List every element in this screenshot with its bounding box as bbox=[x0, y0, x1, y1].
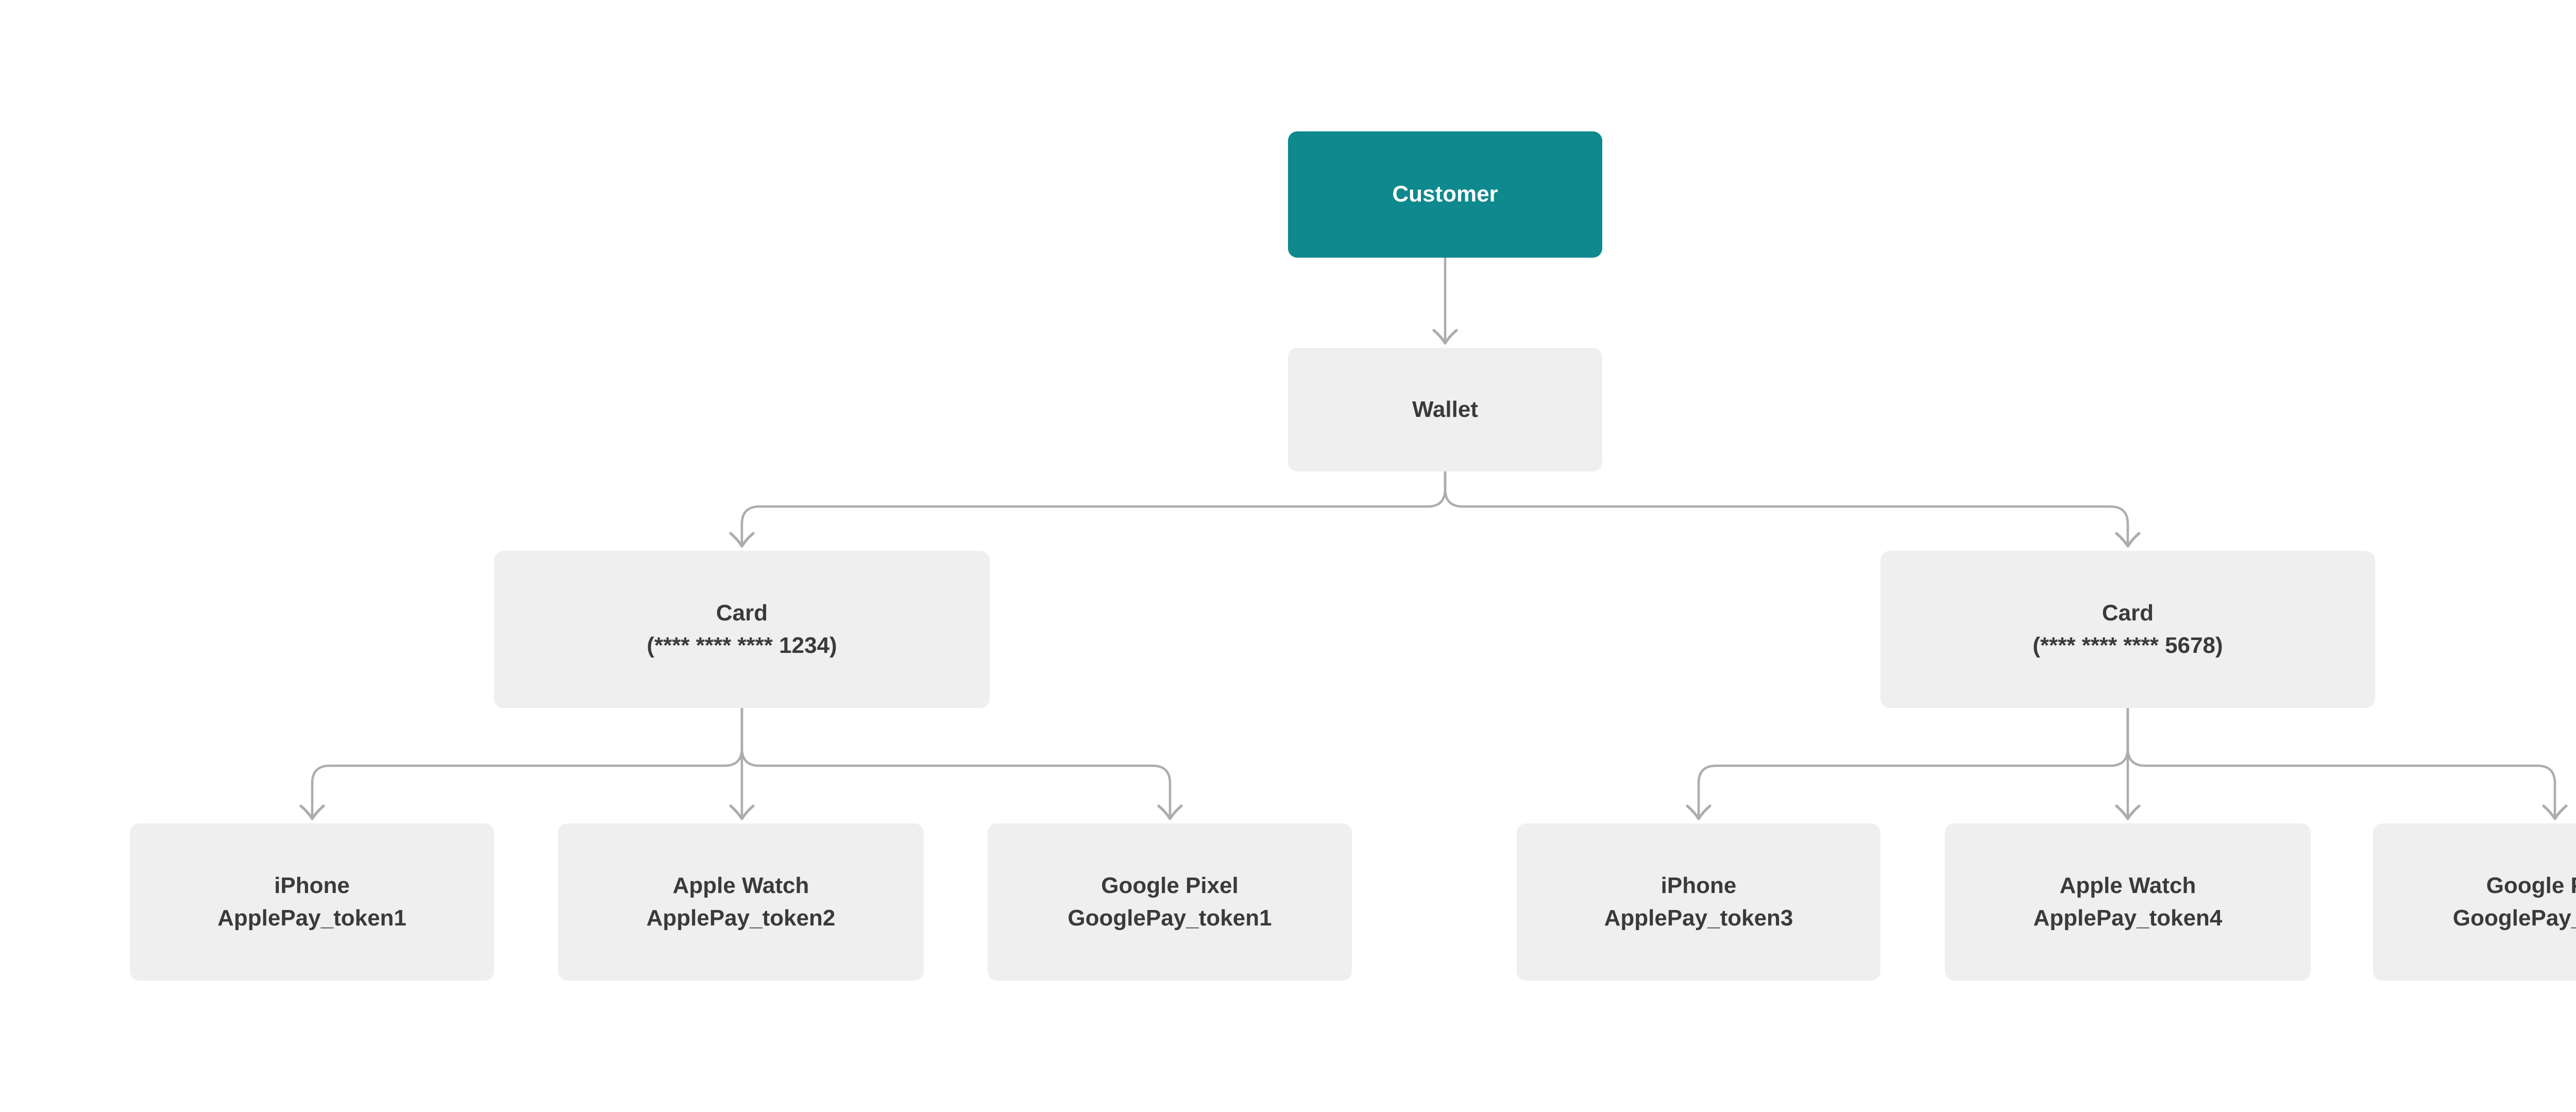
node-card-1: Card (**** **** **** 1234) bbox=[494, 551, 990, 708]
node-card-1-number: (**** **** **** 1234) bbox=[647, 632, 837, 658]
node-card-2-title: Card bbox=[2102, 600, 2154, 626]
arrowhead-device1 bbox=[299, 804, 325, 820]
edge-card2-device4 bbox=[1697, 708, 2129, 819]
arrowhead-device4 bbox=[1686, 804, 1711, 820]
arrowhead-wallet bbox=[1432, 329, 1458, 345]
node-device-token: GooglePay_token1 bbox=[1067, 905, 1272, 931]
node-wallet-label: Wallet bbox=[1412, 396, 1478, 422]
arrowhead-device5 bbox=[2115, 804, 2141, 820]
node-device-iphone-token3: iPhone ApplePay_token3 bbox=[1517, 823, 1880, 981]
edge-card1-device1 bbox=[311, 708, 743, 819]
arrowhead-card1 bbox=[729, 532, 755, 548]
node-card-2-number: (**** **** **** 5678) bbox=[2032, 632, 2223, 658]
arrowhead-card2 bbox=[2115, 532, 2141, 548]
edge-wallet-card2 bbox=[1444, 471, 2129, 546]
node-device-title: Google Pixel bbox=[2486, 873, 2576, 899]
edge-card2-device6 bbox=[2126, 708, 2556, 819]
node-device-token: GooglePay_token2 bbox=[2452, 905, 2576, 931]
node-device-token: ApplePay_token3 bbox=[1604, 905, 1793, 931]
node-device-title: iPhone bbox=[1660, 873, 1737, 899]
arrowhead-device3 bbox=[1157, 804, 1183, 820]
node-device-title: Apple Watch bbox=[672, 873, 809, 899]
node-customer: Customer bbox=[1288, 131, 1602, 258]
arrowhead-device6 bbox=[2542, 804, 2568, 820]
edge-card1-device3 bbox=[740, 708, 1172, 819]
node-device-title: iPhone bbox=[274, 873, 350, 899]
node-device-applewatch-token4: Apple Watch ApplePay_token4 bbox=[1945, 823, 2311, 981]
node-device-applewatch-token2: Apple Watch ApplePay_token2 bbox=[558, 823, 924, 981]
node-wallet: Wallet bbox=[1288, 348, 1602, 471]
node-device-googlepixel-token1: Google Pixel GooglePay_token1 bbox=[988, 823, 1352, 981]
node-device-token: ApplePay_token2 bbox=[646, 905, 836, 931]
node-device-token: ApplePay_token4 bbox=[2033, 905, 2223, 931]
node-device-title: Apple Watch bbox=[2059, 873, 2196, 899]
node-card-2: Card (**** **** **** 5678) bbox=[1880, 551, 2375, 708]
arrowhead-device2 bbox=[729, 804, 755, 820]
node-device-googlepixel-token2: Google Pixel GooglePay_token2 bbox=[2373, 823, 2576, 981]
node-device-iphone-token1: iPhone ApplePay_token1 bbox=[130, 823, 494, 981]
edge-wallet-card1 bbox=[740, 471, 1447, 546]
node-device-token: ApplePay_token1 bbox=[217, 905, 406, 931]
node-device-title: Google Pixel bbox=[1101, 873, 1239, 899]
node-customer-label: Customer bbox=[1392, 181, 1498, 207]
node-card-1-title: Card bbox=[716, 600, 768, 626]
